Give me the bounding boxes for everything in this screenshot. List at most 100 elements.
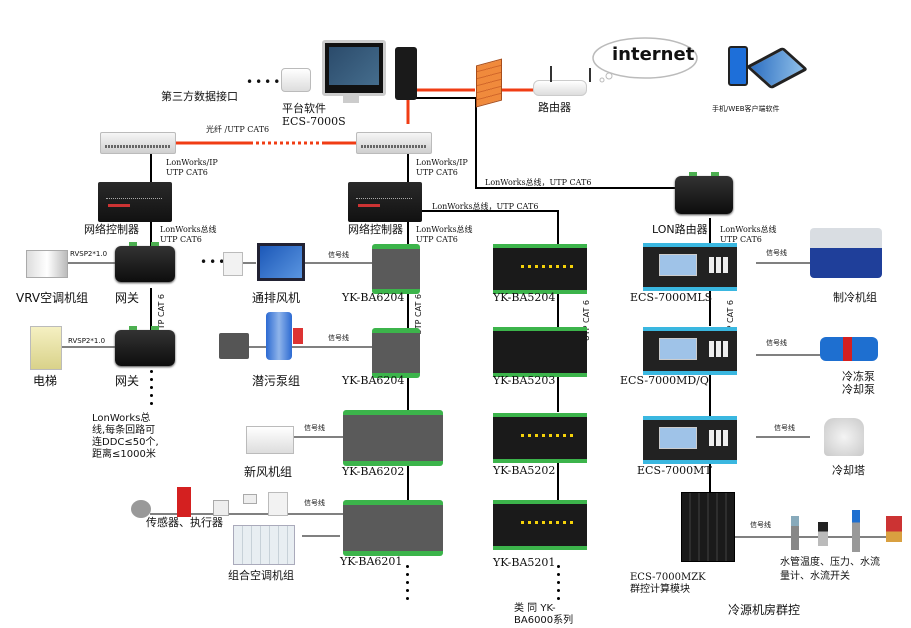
network-controller-left (98, 182, 172, 222)
network-controller-right (348, 182, 422, 222)
sensors-label: 传感器、执行器 (146, 516, 223, 529)
signal-label-6: 信号线 (766, 339, 787, 347)
chiller-unit-icon (810, 228, 882, 278)
signal-label-7: 信号线 (774, 424, 795, 432)
server-tower-icon (395, 47, 417, 100)
ba5202-module (493, 413, 587, 463)
continuation-dots-middle (406, 565, 410, 605)
gateway-2-label: 网关 (115, 374, 140, 388)
meters-label: 水管温度、压力、水流量计、水流开关 (780, 557, 880, 582)
ba5204-module (493, 244, 587, 294)
ahu-label: 组合空调机组 (228, 569, 294, 582)
gateway-1-label: 网关 (115, 291, 140, 305)
gateway-1 (115, 242, 175, 282)
float-switch-icon (219, 333, 249, 359)
vrv-unit-icon (26, 250, 68, 278)
mzk-cabinet-icon (681, 492, 735, 562)
router-antenna (550, 66, 552, 82)
chiller-group-title: 冷源机房群控 (728, 603, 801, 617)
ba5203-module (493, 327, 587, 377)
duct-sensor-icon (243, 494, 257, 504)
router-label: 路由器 (538, 101, 571, 114)
fiber-link-label: 光纤 /UTP CAT6 (206, 125, 270, 134)
cooling-tower-icon (824, 418, 864, 456)
ecs-mt-label: ECS-7000MT (637, 464, 712, 477)
pressure-transmitter-icon (818, 522, 828, 546)
ahu-icon (233, 525, 295, 565)
ecs-mls-controller (643, 243, 737, 291)
lonworks-note: LonWorks总线,每条回路可连DDC≤50个,距离≤1000米 (92, 413, 159, 460)
sewage-pump-label: 潜污泵组 (252, 374, 301, 388)
firewall-icon (476, 58, 502, 108)
ba5201-label: YK-BA5201 (493, 556, 556, 569)
chiller-label: 制冷机组 (833, 291, 877, 304)
ba5204-label: YK-BA5204 (493, 291, 556, 304)
temperature-sensor-icon (791, 516, 799, 550)
rvsp-label-1: RVSP2*1.0 (70, 250, 108, 258)
signal-label-4: 信号线 (304, 499, 325, 507)
pump-label: 冷冻泵冷却泵 (842, 370, 875, 396)
platform-label: 平台软件 (282, 102, 326, 115)
signal-label-3: 信号线 (304, 424, 325, 432)
monitor-stand (343, 95, 359, 103)
link-label-lonrouter: LonWorks总线，UTP CAT6 (485, 178, 592, 187)
ba6201-label: YK-BA6201 (340, 555, 403, 568)
lon-router-device (675, 172, 733, 214)
server-lonrouter-line (416, 97, 688, 189)
ba5203-label: YK-BA5203 (493, 374, 556, 387)
platform-model-label: ECS-7000S (282, 115, 346, 128)
phone-icon (728, 46, 748, 86)
ba6204-2-label: YK-BA6204 (342, 374, 405, 387)
sewage-pump-icon (266, 312, 292, 360)
pump-icon (820, 337, 878, 361)
link-label-ba5000: LonWorks总线，UTP CAT6 (432, 202, 539, 211)
network-controller-left-label: 网络控制器 (84, 223, 139, 236)
continuation-dots-ba5000 (557, 565, 561, 605)
fresh-air-label: 新风机组 (244, 465, 293, 479)
signal-label-5: 信号线 (766, 249, 787, 257)
ba5000-note: 类 同 YK-BA6000系列 (514, 603, 574, 626)
internet-cloud-icon (592, 37, 698, 79)
exhaust-fan-icon (257, 243, 305, 281)
internet-label: internet (612, 44, 695, 65)
room-sensor-icon (268, 492, 288, 516)
gateway-2 (115, 326, 175, 366)
rvsp-label-2: RVSP2*1.0 (68, 337, 106, 345)
signal-label-2: 信号线 (328, 334, 349, 342)
elevator-label: 电梯 (33, 374, 58, 388)
mobile-client-label: 手机/WEB客户端软件 (712, 105, 780, 113)
controller-panel-icon (223, 252, 243, 276)
ecs-mdq-label: ECS-7000MD/Q (620, 374, 709, 387)
router-antenna (589, 68, 591, 82)
flow-switch-icon (886, 516, 902, 542)
ecs-mdq-controller (643, 327, 737, 375)
ba5202-label: YK-BA5202 (493, 464, 556, 477)
wifi-router-icon (533, 80, 587, 96)
ellipsis-dots-fan: ••• (200, 255, 228, 269)
signal-label-8: 信号线 (750, 521, 771, 529)
ba6202-module (343, 410, 443, 466)
pressure-sensor-icon (131, 500, 151, 518)
flow-meter-icon (852, 510, 860, 552)
monitor-icon (322, 40, 386, 96)
thermostat-icon (213, 500, 229, 516)
ba5201-module (493, 500, 587, 550)
utp-label-left: UTP CAT 6 (157, 294, 166, 336)
ba6204-1-label: YK-BA6204 (342, 291, 405, 304)
network-controller-right-label: 网络控制器 (348, 223, 403, 236)
vrv-label: VRV空调机组 (16, 291, 89, 305)
third-party-label: 第三方数据接口 (161, 90, 238, 103)
ba6201-module (343, 500, 443, 556)
fresh-air-unit-icon (246, 426, 294, 454)
cooling-tower-label: 冷却塔 (832, 464, 865, 477)
ecs-mt-controller (643, 416, 737, 464)
lon-router-label: LON路由器 (652, 223, 708, 236)
printer-icon (281, 68, 311, 92)
ba6202-label: YK-BA6202 (342, 465, 405, 478)
